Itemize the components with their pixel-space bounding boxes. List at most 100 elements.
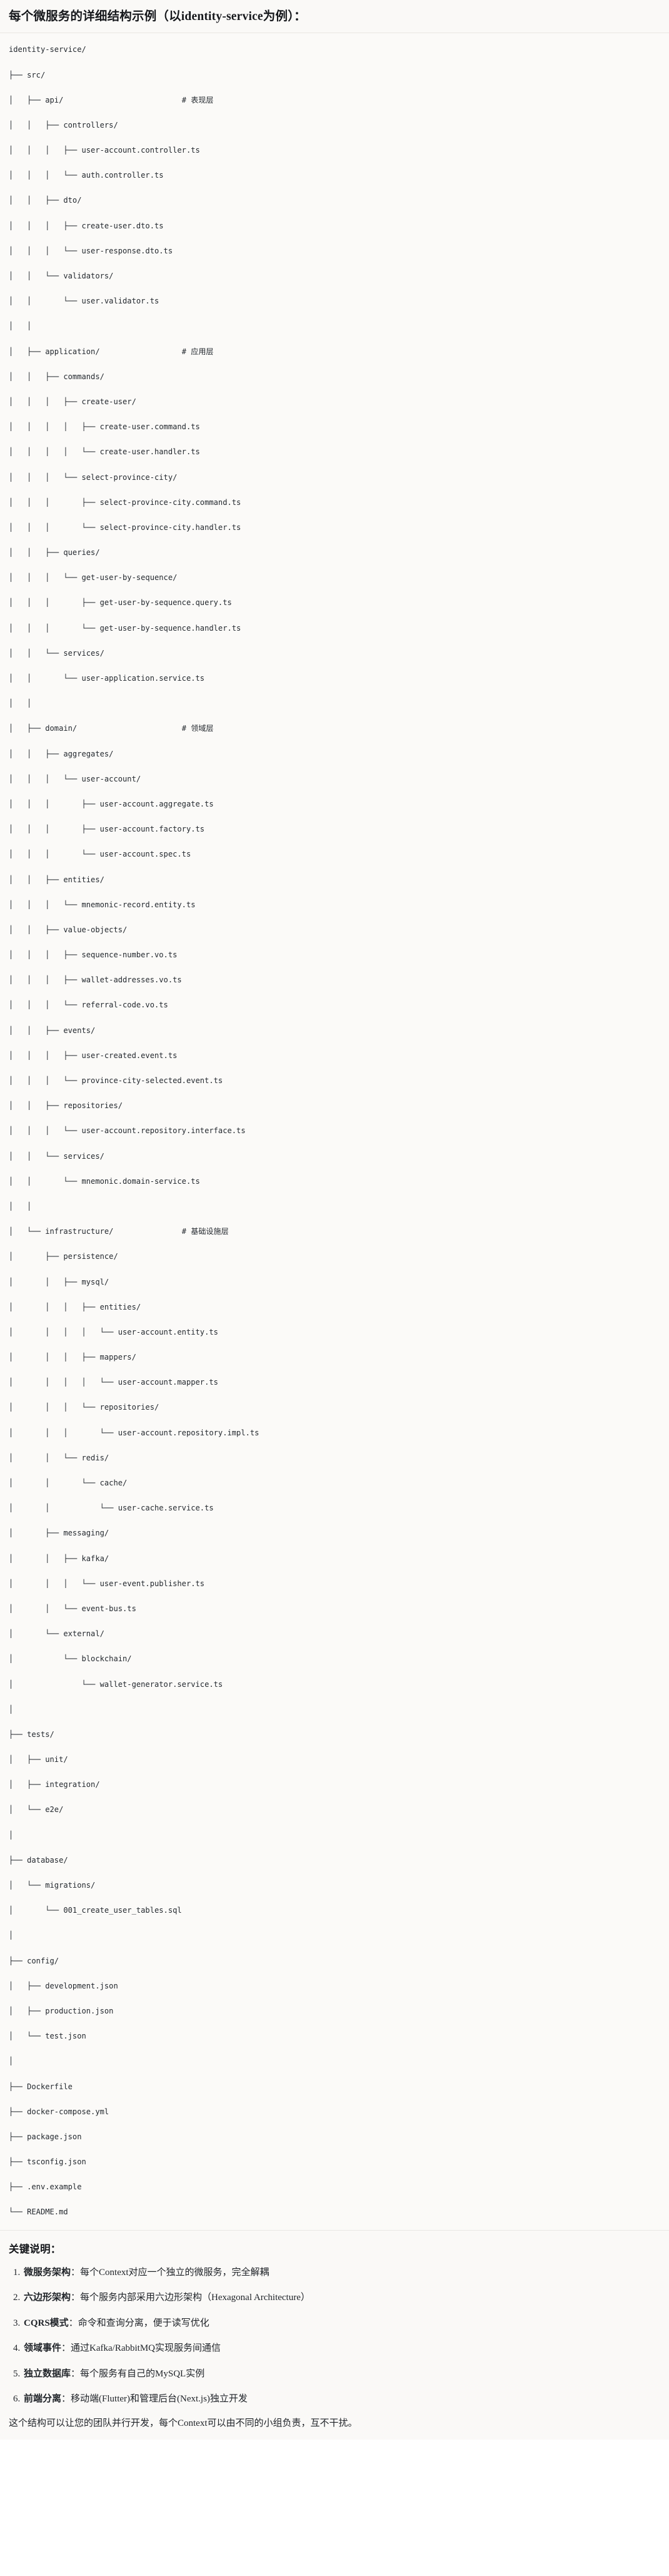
tree-line: │ │ │ ├── entities/ — [9, 1302, 141, 1311]
tree-line: ├── .env.example — [9, 2182, 82, 2192]
note-description: ：每个服务有自己的MySQL实例 — [71, 2368, 205, 2379]
tree-line: ├── tests/ — [9, 1729, 54, 1739]
tree-line: │ │ ├── entities/ — [9, 875, 104, 884]
notes-section: 关键说明： 微服务架构：每个Context对应一个独立的微服务，完全解耦六边形架… — [0, 2230, 669, 2440]
tree-comment: # 基础设施层 — [181, 1227, 229, 1236]
note-term: 微服务架构 — [24, 2267, 71, 2278]
tree-line: │ — [9, 1931, 14, 1940]
tree-line: │ │ ├── controllers/ — [9, 120, 118, 130]
tree-line: ├── docker-compose.yml — [9, 2107, 109, 2116]
tree-line: │ │ │ └── user-account.spec.ts — [9, 850, 191, 859]
tree-line: │ │ ├── aggregates/ — [9, 749, 114, 758]
tree-line: │ │ ├── kafka/ — [9, 1554, 109, 1563]
tree-comment: # 表现层 — [181, 95, 214, 104]
tree-line: │ │ │ ├── select-province-city.command.t… — [9, 497, 241, 507]
tree-line: │ │ ├── value-objects/ — [9, 925, 128, 934]
tree-line: ├── Dockerfile — [9, 2082, 73, 2091]
tree-line: │ │ │ └── user-response.dto.ts — [9, 246, 173, 255]
tree-line: ├── database/ — [9, 1855, 68, 1865]
tree-line: │ │ │ ├── user-account.factory.ts — [9, 825, 205, 834]
tree-line: │ │ │ └── referral-code.vo.ts — [9, 1000, 168, 1010]
note-item: 前端分离：移动端(Flutter)和管理后台(Next.js)独立开发 — [23, 2392, 660, 2406]
page-title: 每个微服务的详细结构示例（以identity-service为例）： — [9, 10, 306, 23]
tree-line: │ │ └── services/ — [9, 648, 104, 658]
tree-line: │ │ │ └── province-city-selected.event.t… — [9, 1076, 223, 1085]
tree-line: │ │ │ └── select-province-city.handler.t… — [9, 522, 241, 532]
tree-line: │ │ — [9, 1201, 32, 1211]
note-term: 独立数据库 — [24, 2368, 71, 2379]
note-item: 微服务架构：每个Context对应一个独立的微服务，完全解耦 — [23, 2266, 660, 2280]
tree-line: │ │ │ └── user-account.repository.interf… — [9, 1126, 246, 1136]
tree-line: │ │ └── user.validator.ts — [9, 297, 159, 306]
tree-line: │ │ ├── commands/ — [9, 372, 104, 381]
tree-line: ├── config/ — [9, 1956, 59, 1965]
tree-line: │ │ │ └── get-user-by-sequence.handler.t… — [9, 623, 241, 633]
tree-line: │ │ │ └── user-event.publisher.ts — [9, 1579, 205, 1588]
tree-line: │ │ │ │ └── user-account.mapper.ts — [9, 1378, 218, 1387]
tree-line: │ │ ├── events/ — [9, 1026, 96, 1035]
tree-line: │ │ │ ├── user-account.aggregate.ts — [9, 799, 214, 808]
note-description: ：通过Kafka/RabbitMQ实现服务间通信 — [61, 2343, 221, 2354]
tree-line: │ └── migrations/ — [9, 1881, 96, 1890]
tree-line: │ ├── application/ # 应用层 — [9, 345, 660, 358]
tree-line: │ │ └── validators/ — [9, 272, 114, 280]
tree-line: │ ├── messaging/ — [9, 1529, 109, 1538]
tree-line: │ │ │ ├── user-account.controller.ts — [9, 146, 200, 155]
tree-line: │ │ └── user-cache.service.ts — [9, 1504, 214, 1513]
tree-path: │ ├── domain/ — [9, 724, 182, 733]
tree-line: │ │ │ ├── wallet-addresses.vo.ts — [9, 975, 182, 985]
tree-line: │ │ └── redis/ — [9, 1453, 109, 1462]
tree-line: │ └── wallet-generator.service.ts — [9, 1679, 223, 1689]
tree-line: └── README.md — [9, 2207, 68, 2217]
tree-line: │ ├── api/ # 表现层 — [9, 94, 660, 106]
tree-line: │ │ └── services/ — [9, 1151, 104, 1161]
tree-line: │ │ │ │ └── user-account.entity.ts — [9, 1327, 218, 1336]
tree-comment: # 应用层 — [181, 347, 214, 356]
tree-line: │ │ │ └── get-user-by-sequence/ — [9, 573, 178, 583]
closing-paragraph: 这个结构可以让您的团队并行开发，每个Context可以由不同的小组负责，互不干扰… — [9, 2418, 358, 2428]
tree-comment: # 领域层 — [181, 724, 214, 733]
document-page: 每个微服务的详细结构示例（以identity-service为例）： ident… — [0, 0, 669, 2440]
tree-line: │ — [9, 1704, 14, 1714]
note-item: 六边形架构：每个服务内部采用六边形架构（Hexagonal Architectu… — [23, 2291, 660, 2305]
notes-list: 微服务架构：每个Context对应一个独立的微服务，完全解耦六边形架构：每个服务… — [9, 2266, 660, 2406]
tree-line: │ ├── integration/ — [9, 1780, 100, 1789]
tree-line: │ │ │ └── user-account/ — [9, 774, 141, 783]
note-description: ：每个服务内部采用六边形架构（Hexagonal Architecture） — [71, 2293, 310, 2303]
tree-line: │ │ │ ├── create-user.dto.ts — [9, 221, 164, 230]
tree-line: │ — [9, 1830, 14, 1840]
tree-line: │ — [9, 2057, 14, 2066]
tree-line: │ │ └── cache/ — [9, 1479, 128, 1487]
note-item: CQRS模式：命令和查询分离，便于读写优化 — [23, 2316, 660, 2331]
tree-line: │ │ │ │ ├── create-user.command.ts — [9, 422, 200, 432]
tree-line: │ │ └── event-bus.ts — [9, 1604, 136, 1613]
tree-line: │ ├── domain/ # 领域层 — [9, 722, 660, 735]
tree-line: │ │ │ └── user-account.repository.impl.t… — [9, 1428, 259, 1437]
tree-line: │ ├── production.json — [9, 2006, 114, 2015]
tree-line: │ ├── unit/ — [9, 1755, 68, 1764]
tree-line: │ └── e2e/ — [9, 1805, 64, 1815]
tree-line: │ │ — [9, 322, 32, 331]
tree-path: │ └── infrastructure/ — [9, 1227, 182, 1236]
tree-path: │ ├── application/ — [9, 347, 182, 356]
tree-line: │ │ │ └── mnemonic-record.entity.ts — [9, 900, 196, 909]
tree-line: │ │ ├── mysql/ — [9, 1277, 109, 1286]
tree-line: │ └── infrastructure/ # 基础设施层 — [9, 1225, 660, 1238]
tree-line: ├── tsconfig.json — [9, 2157, 86, 2167]
note-term: 前端分离 — [24, 2394, 62, 2405]
tree-line: │ │ ├── queries/ — [9, 548, 100, 557]
note-item: 领域事件：通过Kafka/RabbitMQ实现服务间通信 — [23, 2341, 660, 2356]
tree-path: │ ├── api/ — [9, 95, 182, 104]
tree-line: │ │ │ └── repositories/ — [9, 1403, 159, 1412]
tree-line: │ │ ├── repositories/ — [9, 1101, 123, 1111]
tree-line: ├── package.json — [9, 2132, 82, 2141]
note-item: 独立数据库：每个服务有自己的MySQL实例 — [23, 2367, 660, 2381]
tree-line: │ │ └── mnemonic.domain-service.ts — [9, 1176, 200, 1186]
tree-line: identity-service/ — [9, 45, 86, 54]
tree-line: │ │ │ ├── mappers/ — [9, 1353, 136, 1362]
tree-line: │ │ │ ├── sequence-number.vo.ts — [9, 950, 178, 960]
tree-line: │ │ │ └── select-province-city/ — [9, 472, 178, 482]
tree-line: │ └── test.json — [9, 2032, 86, 2041]
note-term: CQRS模式 — [24, 2318, 69, 2328]
tree-line: │ ├── persistence/ — [9, 1252, 118, 1261]
